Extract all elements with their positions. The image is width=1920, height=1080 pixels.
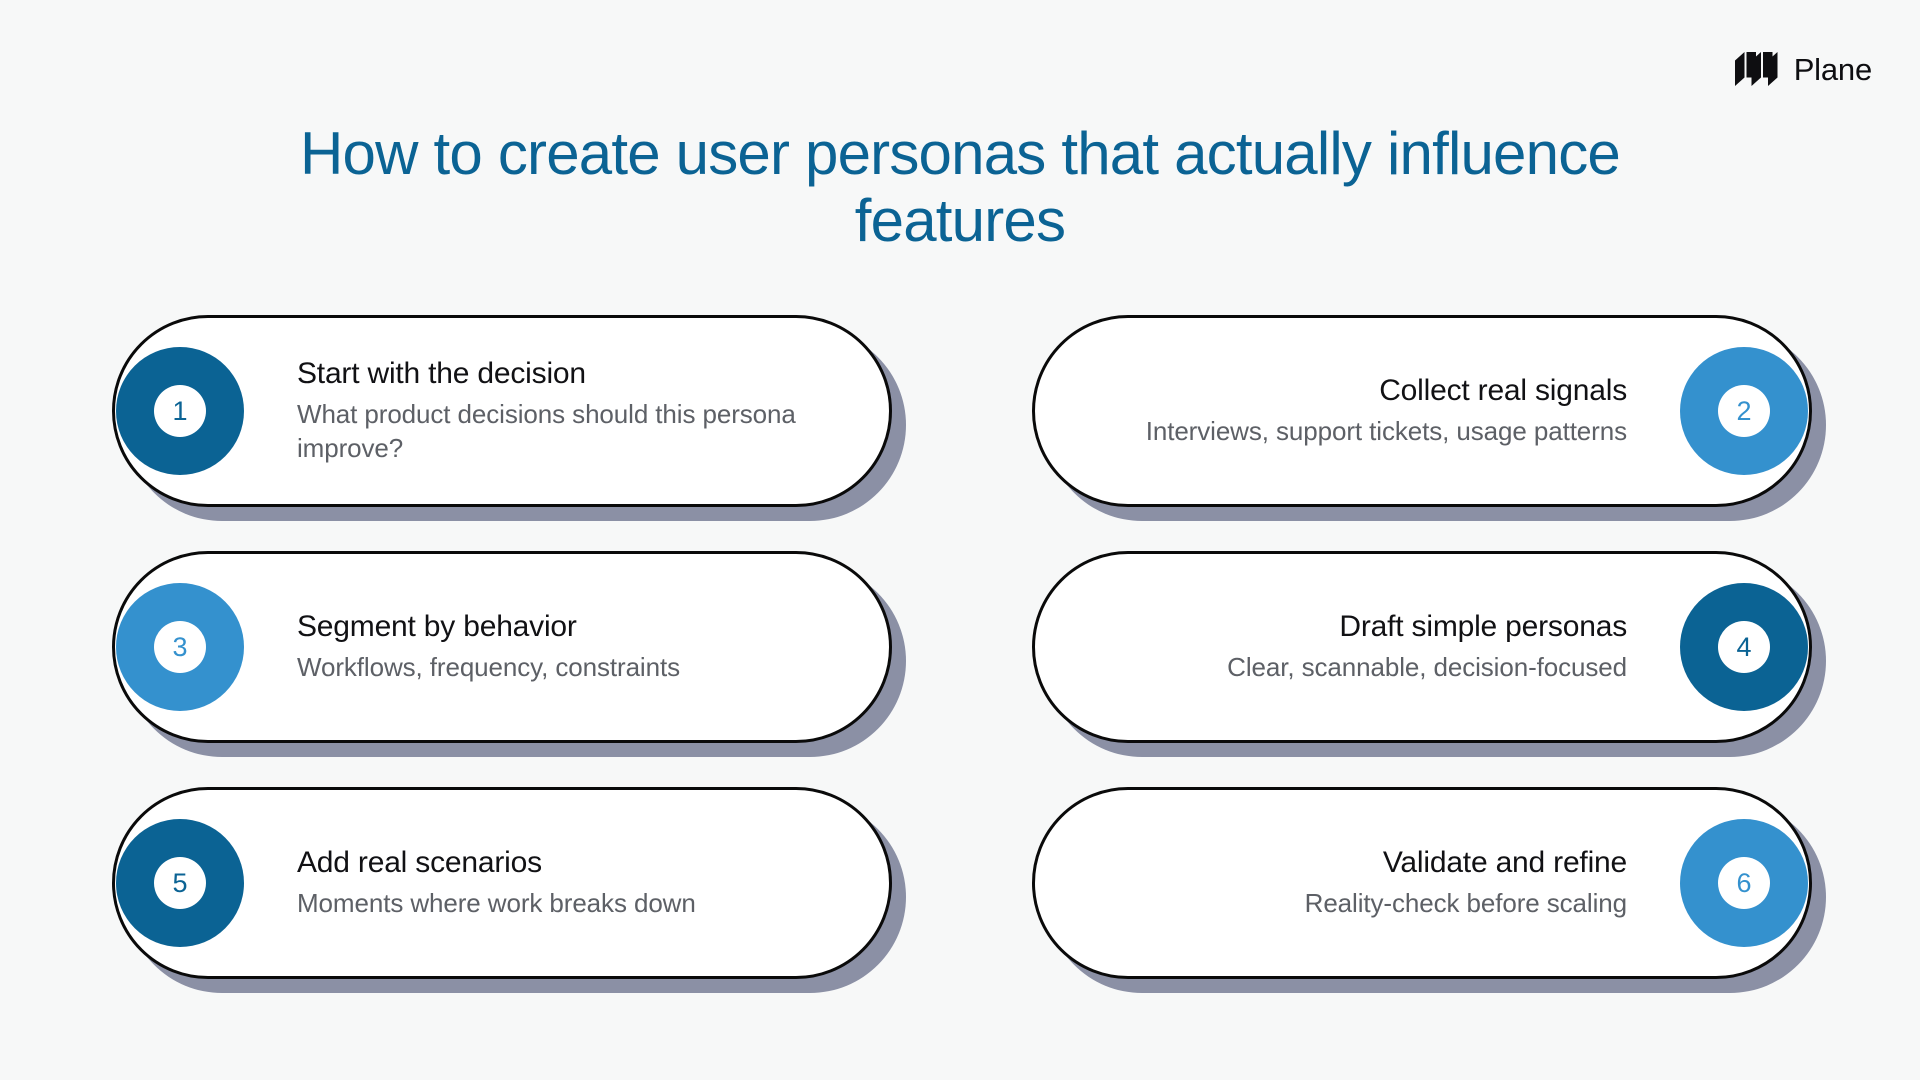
step-heading: Segment by behavior [297,610,577,644]
step-description: Moments where work breaks down [297,887,696,918]
step-description: Workflows, frequency, constraints [297,651,680,682]
step-number-badge: 4 [1680,583,1808,711]
step-card-5[interactable]: Add real scenarios Moments where work br… [112,787,906,993]
plane-logo-icon [1734,52,1778,86]
step-card-2[interactable]: Collect real signals Interviews, support… [1032,315,1826,521]
step-card-3[interactable]: Segment by behavior Workflows, frequency… [112,551,906,757]
step-card-4[interactable]: Draft simple personas Clear, scannable, … [1032,551,1826,757]
card-surface: Draft simple personas Clear, scannable, … [1032,551,1812,743]
card-surface: Start with the decision What product dec… [112,315,892,507]
step-number-badge: 5 [116,819,244,947]
step-number: 6 [1718,857,1770,909]
step-number: 5 [154,857,206,909]
step-description: Clear, scannable, decision-focused [1227,651,1627,682]
step-heading: Add real scenarios [297,846,542,880]
steps-grid: Start with the decision What product dec… [112,315,1826,993]
step-heading: Start with the decision [297,357,586,391]
page-title: How to create user personas that actuall… [300,120,1621,255]
step-number-badge: 1 [116,347,244,475]
step-number: 4 [1718,621,1770,673]
step-description: What product decisions should this perso… [297,399,796,463]
step-number: 1 [154,385,206,437]
step-number-badge: 3 [116,583,244,711]
brand-logo: Plane [1734,51,1872,87]
step-description: Reality-check before scaling [1304,887,1627,918]
step-number: 2 [1718,385,1770,437]
step-card-1[interactable]: Start with the decision What product dec… [112,315,906,521]
step-heading: Draft simple personas [1339,610,1627,644]
step-number-badge: 2 [1680,347,1808,475]
step-number: 3 [154,621,206,673]
step-heading: Validate and refine [1382,846,1627,880]
step-number-badge: 6 [1680,819,1808,947]
step-heading: Collect real signals [1379,374,1627,408]
step-card-6[interactable]: Validate and refine Reality-check before… [1032,787,1826,993]
step-description: Interviews, support tickets, usage patte… [1145,415,1627,446]
brand-name: Plane [1793,51,1872,87]
